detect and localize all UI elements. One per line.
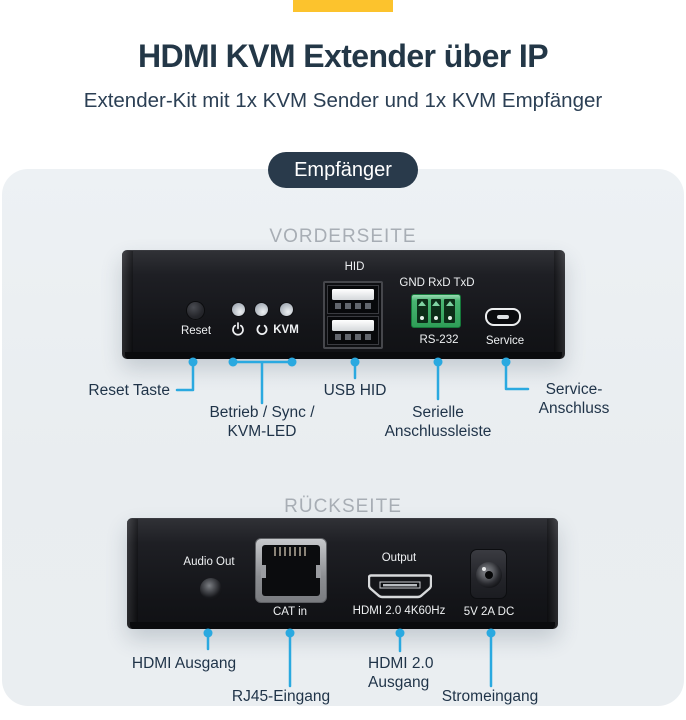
audio-jack-port: [200, 578, 222, 600]
receiver-front-panel: Reset KVM HID: [122, 250, 565, 359]
service-label: Service: [485, 335, 525, 347]
callout-service-line2: Anschluss: [538, 400, 610, 417]
usb-pin: [345, 303, 351, 309]
front-section-heading: VORDERSEITE: [269, 226, 417, 247]
hdmi-port: [368, 574, 432, 599]
rj45-clip: [316, 565, 321, 578]
usb-pin: [345, 334, 351, 340]
page-title: HDMI KVM Extender über IP: [138, 38, 549, 74]
serial-pinout-label: GND RxD TxD: [399, 277, 475, 289]
kvm-led-label: KVM: [273, 324, 299, 336]
terminal-arrow: [432, 301, 440, 306]
power-spec-label: 5V 2A DC: [463, 606, 515, 618]
device-edge-left: [122, 251, 133, 359]
hid-label: HID: [344, 261, 365, 273]
reset-button: [187, 302, 204, 319]
sync-led: [255, 303, 268, 316]
device-base: [130, 622, 555, 629]
receiver-back-panel: Audio Out CAT in Output HDMI 2.0 4K60Hz …: [127, 518, 558, 629]
usb-pins: [335, 334, 371, 340]
terminal-arrow: [418, 301, 427, 306]
page-subtitle: Extender-Kit mit 1x KVM Sender und 1x KV…: [83, 89, 603, 112]
reset-label: Reset: [180, 325, 212, 337]
callout-serial-line1: Serielle: [412, 404, 464, 421]
terminal-pin: [430, 299, 442, 323]
kvm-led: [280, 303, 293, 316]
rs232-label: RS-232: [419, 334, 459, 346]
terminal-pin: [417, 299, 428, 323]
device-edge-left: [127, 519, 138, 629]
callout-service-label: Service- Anschluss: [526, 380, 622, 418]
power-led: [232, 303, 245, 316]
cat-in-label: CAT in: [272, 606, 308, 618]
callout-hdmi-line2: Ausgang: [368, 674, 430, 691]
usb-pin: [355, 303, 361, 309]
terminal-screw: [434, 316, 438, 320]
dc-hole: [485, 571, 493, 579]
audio-out-label: Audio Out: [183, 556, 235, 568]
terminal-screw: [447, 316, 452, 320]
usb-pins: [335, 303, 371, 309]
back-section-heading: RÜCKSEITE: [284, 496, 402, 517]
callout-hdmi-label: HDMI 2.0 Ausgang: [368, 654, 458, 692]
terminal-screw: [420, 316, 425, 320]
device-edge-right: [554, 251, 565, 359]
usb-pin: [365, 334, 371, 340]
usb-hid-ports: [323, 281, 383, 349]
usb-pin: [355, 334, 361, 340]
usb-pin: [335, 334, 341, 340]
rj45-clip: [261, 565, 266, 578]
output-label: Output: [381, 552, 417, 564]
callout-serial-label: Serielle Anschlussleiste: [358, 403, 518, 441]
dc-power-jack: [470, 549, 507, 599]
power-icon: [232, 322, 244, 336]
callout-service-line1: Service-: [545, 381, 603, 398]
callout-hdmi-line1: HDMI 2.0: [368, 655, 434, 672]
device-edge-right: [547, 519, 558, 629]
terminal-pin: [444, 299, 456, 323]
usb-port-bottom: [327, 316, 379, 345]
callout-serial-line2: Anschlussleiste: [384, 423, 492, 440]
dc-ring: [476, 562, 502, 588]
callout-power-label: Stromeingang: [441, 688, 539, 705]
callout-reset-label: Reset Taste: [88, 382, 170, 399]
terminal-arrow: [445, 301, 454, 306]
callout-usb-label: USB HID: [323, 382, 387, 399]
callout-audio-label: HDMI Ausgang: [131, 655, 237, 672]
microusb-contacts: [497, 315, 509, 319]
rj45-opening: [261, 545, 321, 596]
callout-leds-line2: KVM-LED: [227, 423, 297, 440]
device-base: [125, 352, 562, 359]
service-microusb-port: [485, 308, 521, 326]
sync-icon: [256, 324, 268, 335]
rj45-port: [255, 538, 327, 603]
usb-pin: [365, 303, 371, 309]
hdmi-spec-label: HDMI 2.0 4K60Hz: [352, 605, 446, 617]
dc-highlight: [482, 567, 486, 571]
usb-pin: [335, 303, 341, 309]
receiver-badge: Empfänger: [268, 152, 418, 188]
rj45-pins: [274, 547, 308, 556]
callout-leds-label: Betrieb / Sync / KVM-LED: [187, 403, 337, 441]
callout-rj45-label: RJ45-Eingang: [231, 688, 331, 705]
usb-tongue: [332, 289, 374, 300]
usb-tongue: [332, 320, 374, 331]
rs232-terminal-block: [411, 294, 461, 328]
brand-accent-bar: [293, 0, 393, 12]
usb-port-top: [327, 285, 379, 314]
callout-leds-line1: Betrieb / Sync /: [209, 404, 315, 421]
